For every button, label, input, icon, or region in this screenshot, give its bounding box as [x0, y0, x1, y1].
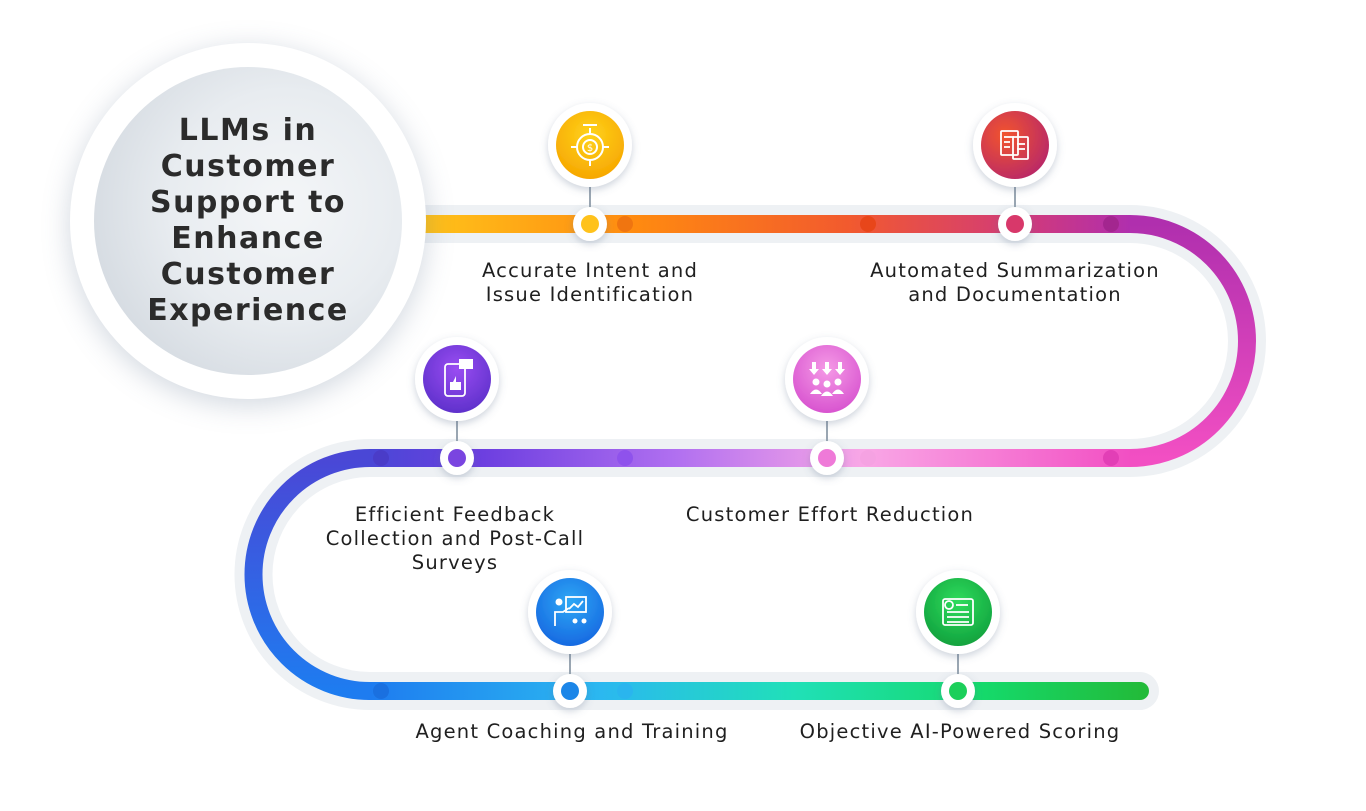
- step-label-6: Objective AI-Powered Scoring: [799, 720, 1121, 743]
- step-markers: [440, 207, 1032, 708]
- step-label-5: Agent Coaching and Training: [415, 720, 729, 743]
- marker-step-5: [553, 674, 587, 708]
- scorecard-icon: [942, 598, 974, 626]
- step-label-4: Customer Effort Reduction: [685, 503, 975, 526]
- svg-text:$: $: [587, 143, 593, 154]
- trainer-board-icon: [554, 596, 587, 626]
- hero-inner-disc: LLMs in Customer Support to Enhance Cust…: [94, 67, 402, 375]
- step-label-2: Automated Summarization and Documentatio…: [870, 259, 1160, 306]
- marker-step-1: [573, 207, 607, 241]
- track-dots-dark: [373, 216, 1119, 699]
- marker-step-3: [440, 441, 474, 475]
- gear-target-icon: $: [571, 124, 609, 166]
- track-turn-left: [244, 449, 371, 700]
- step-label-1: Accurate Intent and Issue Identification: [481, 259, 699, 306]
- step-2-icon-badge: [973, 103, 1057, 187]
- step-4-icon-badge: [785, 337, 869, 421]
- step-label-3: Efficient Feedback Collection and Post-C…: [325, 503, 585, 574]
- marker-step-6: [941, 674, 975, 708]
- people-arrows-icon: [809, 362, 845, 396]
- step-1-icon-badge: [548, 103, 632, 187]
- marker-step-2: [998, 207, 1032, 241]
- step-3-icon-badge: [415, 337, 499, 421]
- documents-icon: [1000, 130, 1029, 160]
- track-turn-right: [1129, 215, 1256, 467]
- hero-circle: LLMs in Customer Support to Enhance Cust…: [70, 43, 426, 399]
- connectors: [456, 186, 1016, 677]
- feedback-phone-icon: [444, 359, 473, 397]
- marker-step-4: [810, 441, 844, 475]
- diagram-title: LLMs in Customer Support to Enhance Cust…: [147, 113, 349, 328]
